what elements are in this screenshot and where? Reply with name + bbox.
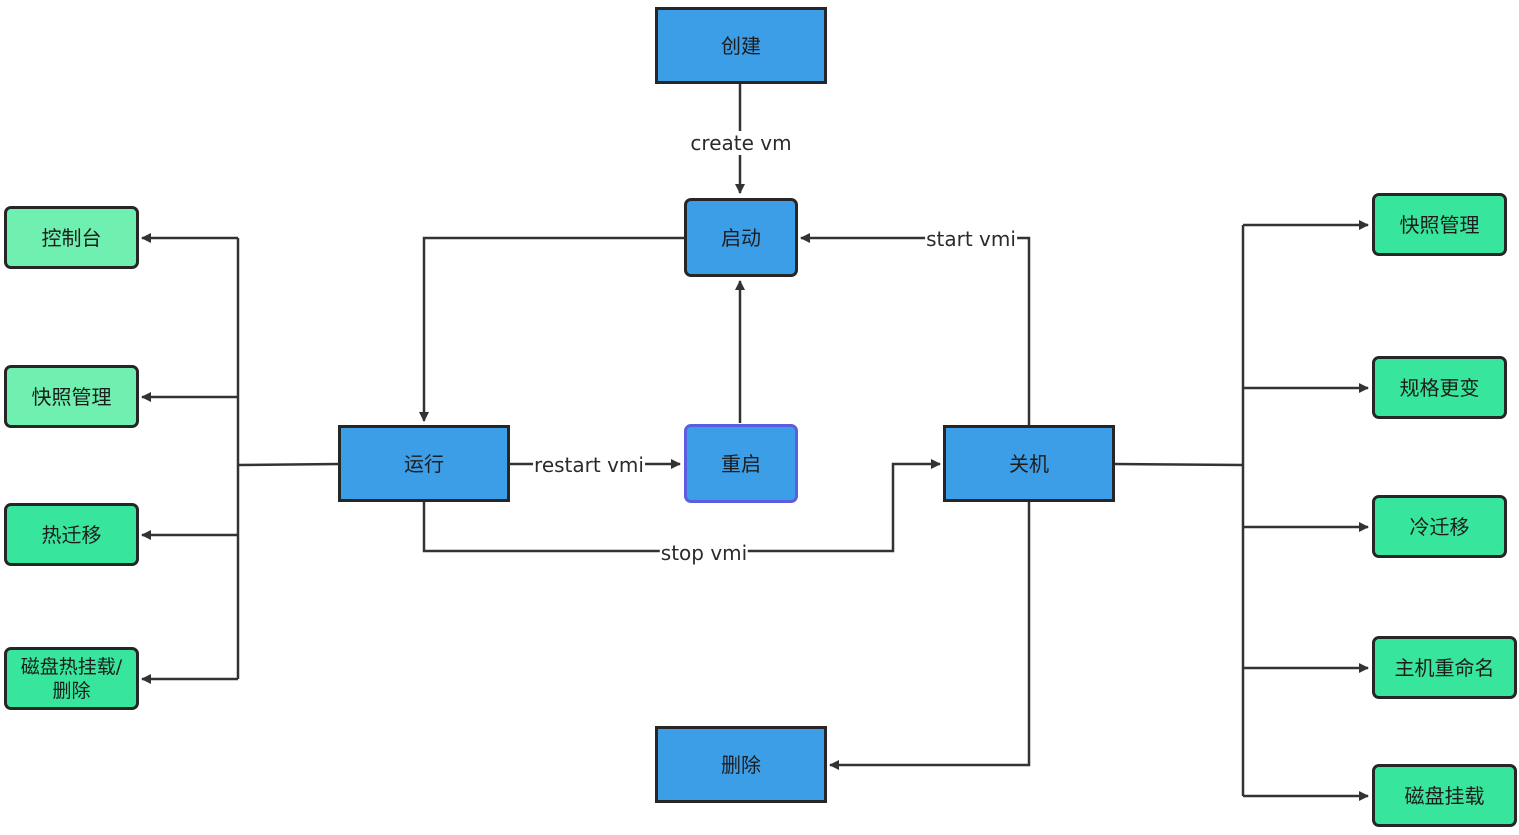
node-right-snapshot: 快照管理	[1372, 193, 1507, 256]
node-reboot: 重启	[684, 424, 798, 503]
node-right-disk-mount: 磁盘挂载	[1372, 764, 1517, 827]
node-start: 启动	[684, 198, 798, 277]
node-left-console: 控制台	[4, 206, 139, 269]
edge-shutdown-to-start	[800, 233, 1031, 425]
node-right-resize: 规格更变	[1372, 356, 1507, 419]
node-left-live-migrate: 热迁移	[4, 503, 139, 566]
edge-label-create-vm: create vm	[689, 131, 793, 155]
edge-label-stop-vmi: stop vmi	[659, 541, 749, 565]
edge-shutdown-to-delete	[829, 502, 1031, 770]
node-delete: 删除	[655, 726, 827, 803]
edge-shutdown-to-right-trunk	[1114, 462, 1244, 467]
node-right-cold-migrate: 冷迁移	[1372, 495, 1507, 558]
edge-label-start-vmi: start vmi	[925, 227, 1017, 251]
edge-running-to-shutdown	[422, 459, 941, 553]
node-left-snapshot: 快照管理	[4, 365, 139, 428]
edge-label-restart-vmi: restart vmi	[533, 453, 645, 477]
node-create: 创建	[655, 7, 827, 84]
node-right-rename: 主机重命名	[1372, 636, 1517, 699]
edge-running-to-left-trunk	[237, 462, 340, 467]
node-shutdown: 关机	[943, 425, 1115, 502]
edge-start-to-running	[419, 236, 684, 422]
node-running: 运行	[338, 425, 510, 502]
node-left-disk-hotplug: 磁盘热挂载/删除	[4, 647, 139, 710]
